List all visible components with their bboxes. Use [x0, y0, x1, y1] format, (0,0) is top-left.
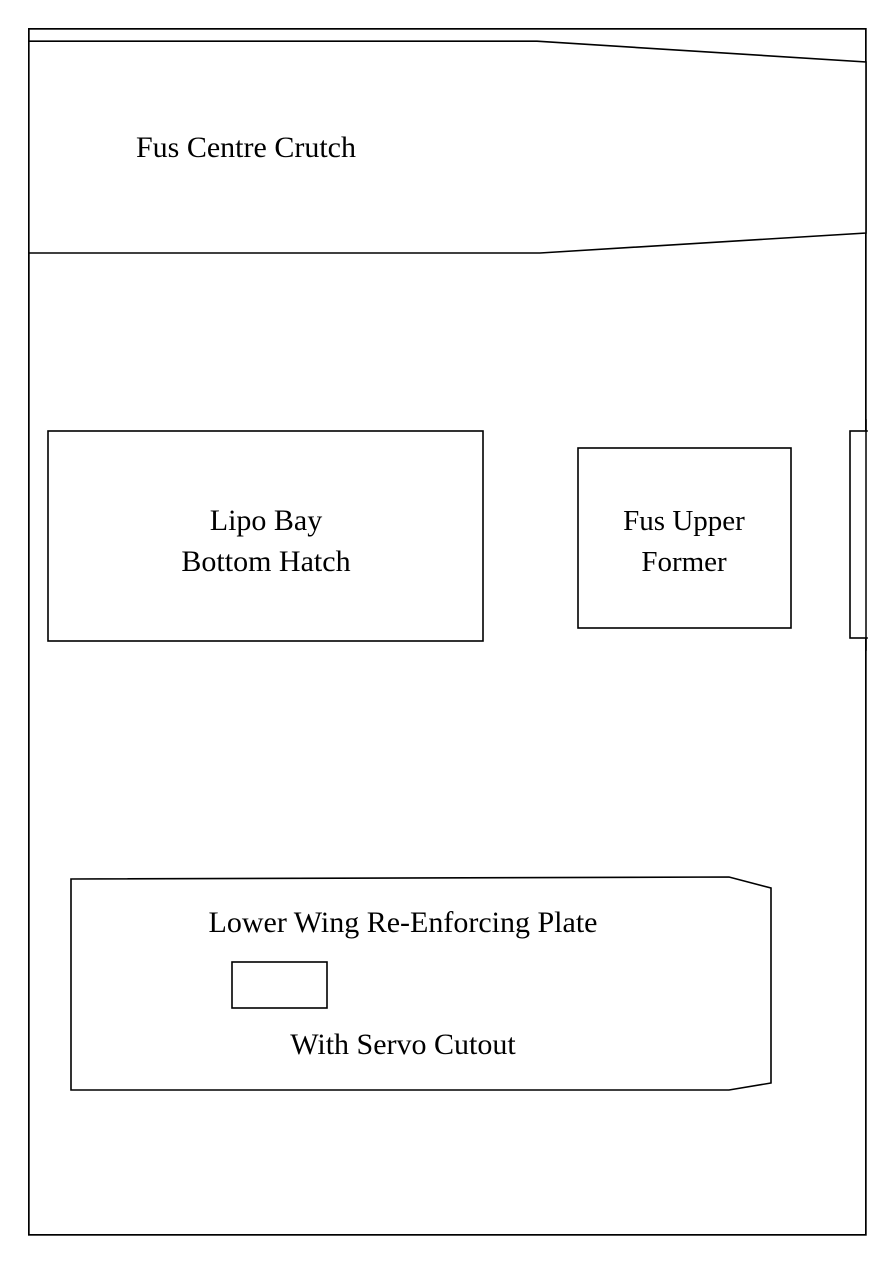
fus-centre-crutch-outline	[28, 40, 867, 254]
fus-upper-former-label-line-2: Former	[641, 546, 727, 578]
fus-upper-former-label-line-1: Fus Upper	[623, 505, 745, 537]
servo-cutout[interactable]	[231, 961, 328, 1009]
lipo-bay-bottom-hatch-outline	[47, 430, 484, 642]
part-fus-upper-former[interactable]: Fus Upper Former	[577, 447, 792, 629]
sheet-edge-mask	[867, 420, 893, 650]
fus-upper-former-outline	[577, 447, 792, 629]
lower-wing-plate-label-line-2: With Servo Cutout	[290, 1028, 516, 1061]
part-lipo-bay-bottom-hatch[interactable]: Lipo Bay Bottom Hatch	[47, 430, 484, 642]
lipo-bay-label-line-2: Bottom Hatch	[181, 545, 350, 578]
part-fus-side-former-partial[interactable]	[849, 419, 893, 651]
fus-centre-crutch-label: Fus Centre Crutch	[136, 131, 356, 164]
lower-wing-plate-label-line-1: Lower Wing Re-Enforcing Plate	[209, 906, 598, 939]
part-lower-wing-re-enforcing-plate[interactable]: Lower Wing Re-Enforcing Plate With Servo…	[70, 876, 772, 1091]
part-fus-centre-crutch[interactable]: Fus Centre Crutch	[28, 40, 867, 254]
lower-wing-plate-outline	[70, 876, 772, 1091]
lipo-bay-label-line-1: Lipo Bay	[210, 504, 323, 537]
